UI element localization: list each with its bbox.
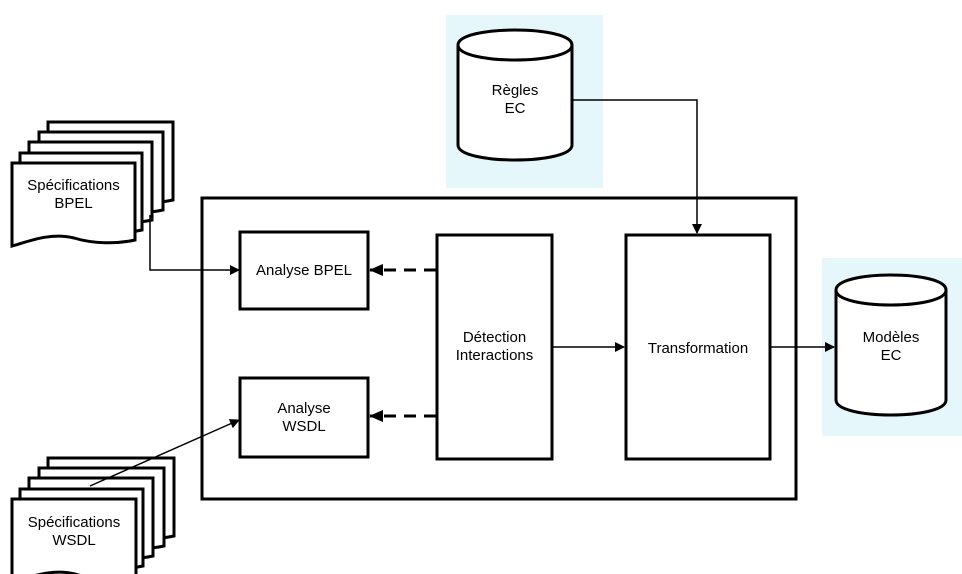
- wsdl-specs-label: Spécifications WSDL: [12, 514, 136, 550]
- models-db-label: Modèles EC: [836, 329, 946, 365]
- analyse-wsdl-line1: Analyse: [277, 400, 331, 417]
- analyse-bpel-text: Analyse BPEL: [256, 262, 352, 279]
- rules-db-line1: Règles: [491, 82, 539, 99]
- analyse-wsdl-label: Analyse WSDL: [240, 400, 368, 436]
- detection-box: [435, 233, 554, 461]
- transformation-label: Transformation: [626, 340, 770, 358]
- models-db-line2: EC: [880, 347, 902, 364]
- rules-db-label: Règles EC: [458, 82, 572, 118]
- rules-db-line2: EC: [504, 100, 526, 117]
- analyse-bpel-box: [238, 230, 370, 311]
- bpel-specs-line2: BPEL: [54, 195, 93, 212]
- analyse-bpel-label: Analyse BPEL: [240, 262, 368, 280]
- bpel-specs-line1: Spécifications: [27, 177, 120, 194]
- analyse-wsdl-box: [238, 376, 370, 459]
- detection-line2: Interactions: [455, 347, 534, 364]
- wsdl-specs-line1: Spécifications: [27, 514, 121, 531]
- wsdl-to-analyse-arrow: [89, 419, 240, 487]
- bpel-specs-label: Spécifications BPEL: [12, 177, 135, 213]
- transformation-box: [624, 233, 772, 461]
- bpel-to-analyse-arrow: [149, 215, 240, 275]
- wsdl-specs-line2: WSDL: [52, 532, 96, 549]
- rules-db-cylinder: [456, 28, 574, 162]
- system-boundary: [200, 196, 798, 501]
- detection-line1: Détection: [462, 329, 527, 346]
- wsdl-specs-stack: [10, 456, 176, 574]
- detection-label: Détection Interactions: [437, 329, 552, 365]
- models-db-cylinder: [834, 273, 948, 417]
- analyse-wsdl-line2: WSDL: [282, 418, 326, 435]
- rules-to-transformation-arrow: [572, 99, 702, 234]
- models-db-line1: Modèles: [862, 329, 920, 346]
- transformation-text: Transformation: [647, 340, 749, 357]
- bpel-specs-stack: [10, 120, 175, 248]
